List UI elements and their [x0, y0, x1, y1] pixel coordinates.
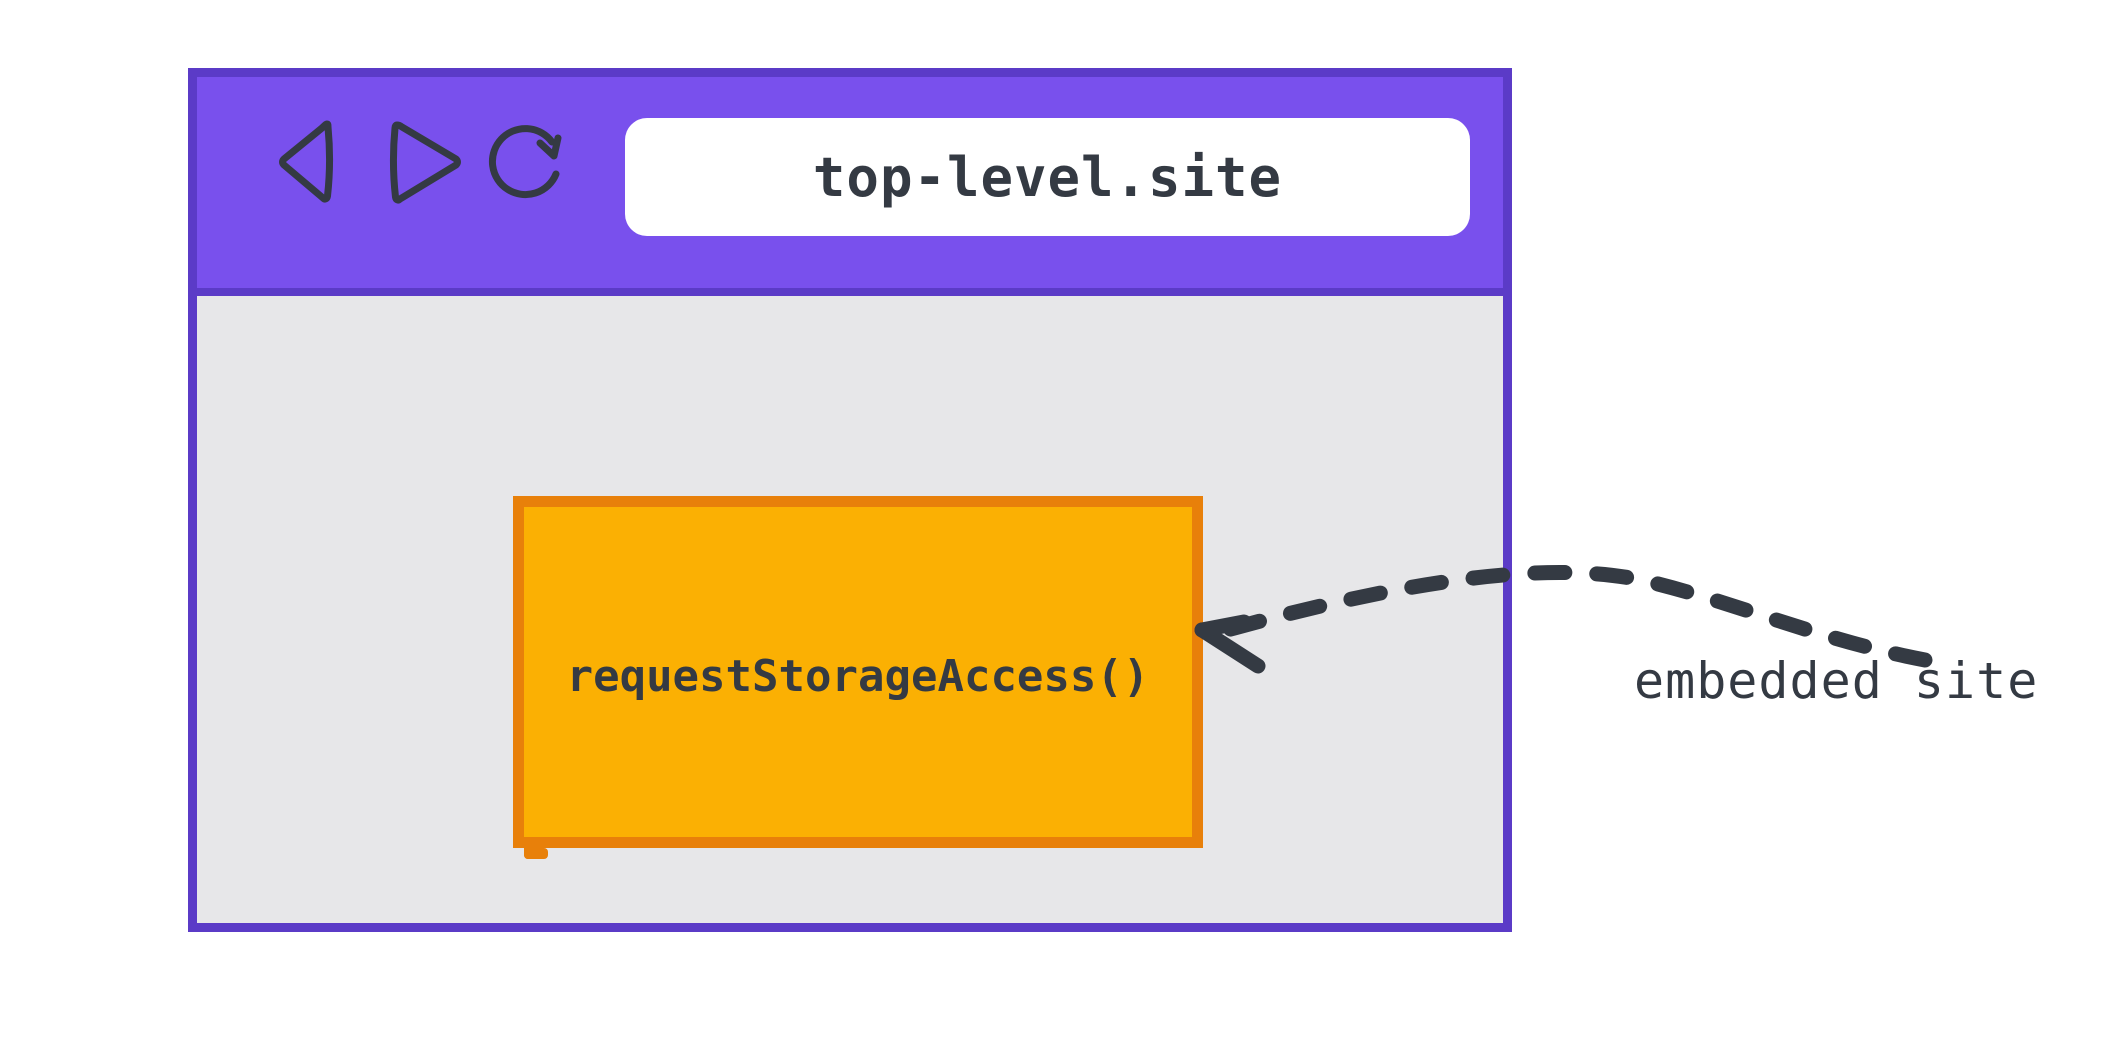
refresh-circular-arrow-icon	[488, 125, 562, 199]
embedded-site-frame: requestStorageAccess()	[513, 496, 1203, 859]
request-storage-access-label: requestStorageAccess()	[566, 650, 1150, 702]
triangle-right-icon	[390, 121, 461, 204]
back-button[interactable]	[268, 112, 368, 212]
frame-sketch-overshoot-horizontal	[524, 848, 548, 859]
embedded-site-annotation-label: embedded site	[1634, 652, 2039, 710]
forward-button[interactable]	[372, 112, 472, 212]
url-input[interactable]: top-level.site	[812, 145, 1283, 209]
triangle-left-icon	[279, 120, 333, 203]
url-bar[interactable]: top-level.site	[625, 118, 1470, 236]
browser-nav-controls	[268, 112, 588, 222]
reload-button[interactable]	[478, 112, 578, 212]
